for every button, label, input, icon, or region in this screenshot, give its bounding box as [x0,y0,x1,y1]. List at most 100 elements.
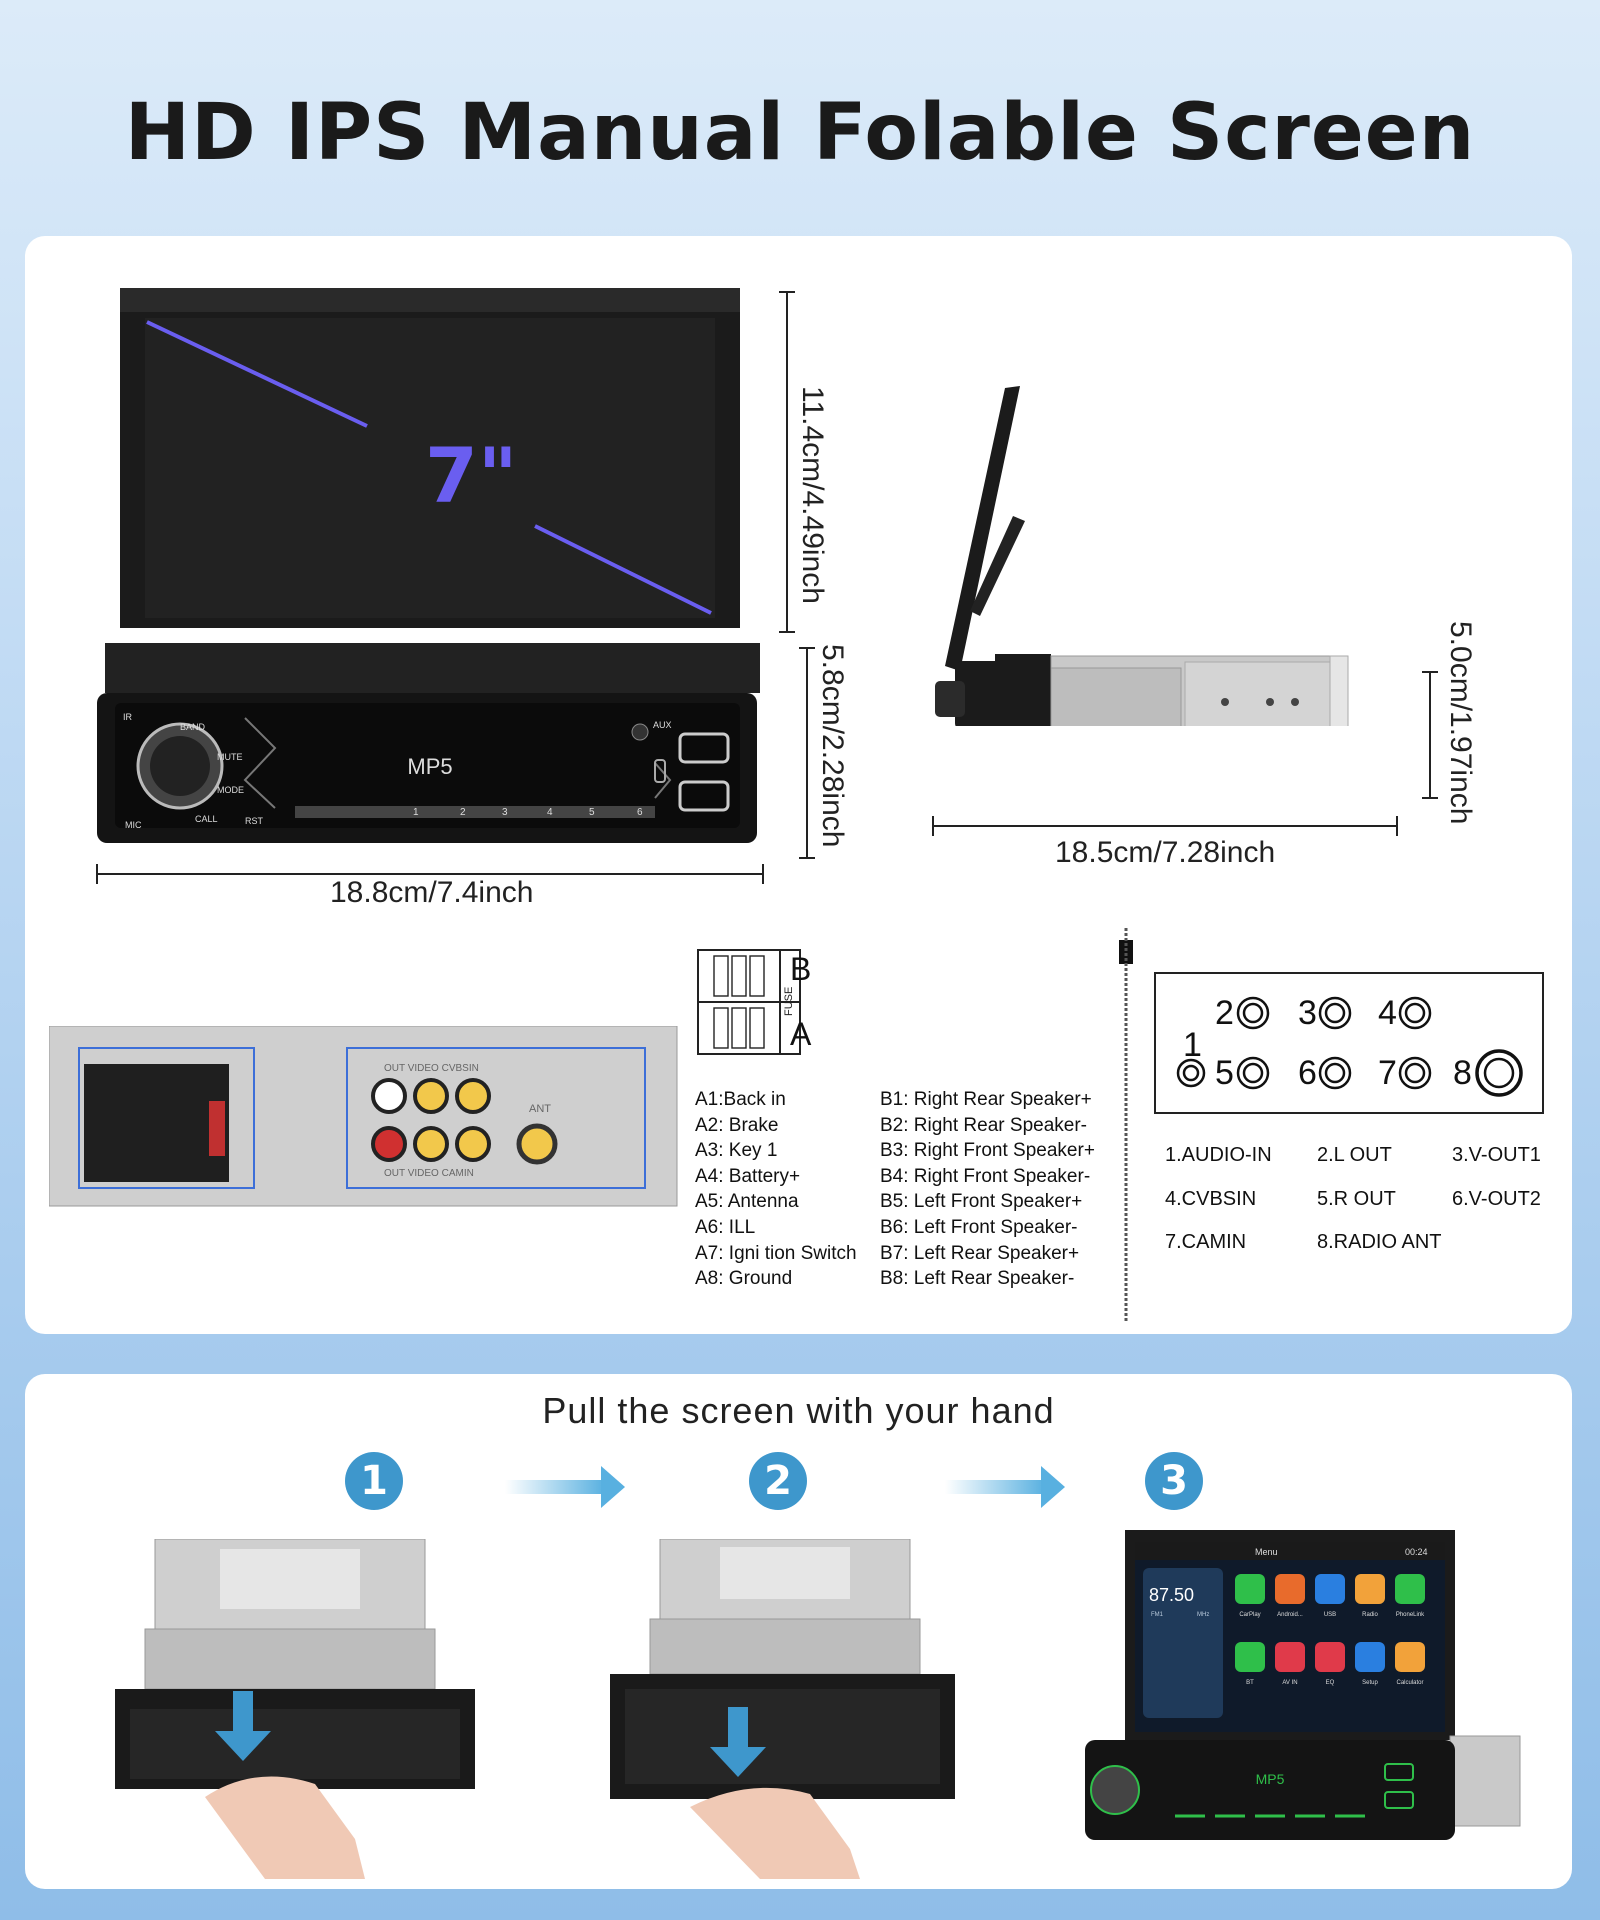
page-title: HD IPS Manual Folable Screen [124,88,1476,178]
demo-app-android: Android... [1277,1612,1303,1618]
front-width: 18.8cm/7.4inch [330,876,534,909]
demo-app-phonelink: PhoneLink [1396,1612,1425,1618]
unit-key-3: 3 [502,807,508,818]
pin-b5: B5: Left Front Speaker+ [880,1191,1083,1213]
unit-key-4: 4 [547,807,553,818]
pin-a1: A1:Back in [695,1089,786,1110]
rca-legend-5: 5.R OUT [1317,1188,1396,1210]
rca-port-num-2: 2 [1215,994,1234,1032]
side-height: 5.0cm/1.97inch [1444,621,1477,825]
rca-legend-4: 4.CVBSIN [1165,1188,1257,1210]
rear-rca-jacks [371,1078,558,1165]
rca-legend-1: 1.AUDIO-IN [1165,1144,1272,1166]
demo-menu-label: Menu [1255,1547,1278,1557]
pin-b6: B6: Left Front Speaker- [880,1216,1078,1238]
screen-size-label: 7" [425,431,518,520]
rca-legend-2: 2.L OUT [1317,1144,1392,1166]
number-keys: 1 2 3 4 5 6 [295,806,655,818]
demo-app-calculator: Calculator [1396,1680,1423,1686]
rca-port-num-7: 7 [1378,1054,1397,1092]
specs-card: IR BAND MUTE MODE CALL MIC RST AUX MP5 1… [25,236,1572,1334]
rca-legend-3: 3.V-OUT1 [1452,1144,1541,1166]
rear-label-top: OUT VIDEO CVBSIN [384,1063,479,1074]
demo-band-fm: FM1 [1151,1612,1164,1618]
rear-panel-drawing: OUT VIDEO CVBSIN OUT VIDEO CAMIN ANT [49,1026,678,1207]
demo-app-eq: EQ [1326,1680,1335,1686]
pins-a-list: A1:Back in A2: Brake A3: Key 1 A4: Batte… [695,1087,857,1292]
demo-app-setup: Setup [1362,1680,1378,1686]
connector-a-label: A [790,1016,812,1052]
unit-key-6: 6 [637,807,643,818]
unit-button-mode: MODE [217,785,244,795]
pin-a2: A2: Brake [695,1114,779,1136]
unit-button-mute: MUTE [217,752,243,762]
step-arrow-2 [945,1466,1065,1508]
rca-legend-7: 7.CAMIN [1165,1231,1247,1253]
unit-key-1: 1 [413,807,419,818]
step-1-drawing [115,1539,475,1879]
unit-button-aux: AUX [653,720,672,730]
demo-frequency: 87.50 [1149,1585,1194,1605]
unit-button-rst: RST [245,816,264,826]
rca-port-num-4: 4 [1378,994,1397,1032]
pin-a8: A8: Ground [695,1268,793,1290]
step-3-drawing: Menu 00:24 87.50 FM1 MHz CarPlay Android… [1085,1530,1521,1840]
demo-brand-label: MP5 [1256,1771,1285,1787]
unit-button-mic: MIC [125,820,142,830]
pin-b4: B4: Right Front Speaker- [880,1165,1091,1187]
pin-b8: B8: Left Rear Speaker- [880,1268,1075,1290]
iso-connector-drawing: FUSE [697,949,801,1055]
demo-time-label: 00:24 [1405,1547,1428,1557]
unit-key-5: 5 [589,807,595,818]
demo-band-mhz: MHz [1197,1612,1209,1618]
rear-label-ant: ANT [529,1103,551,1115]
antenna-cable-drawing [1119,928,1133,1322]
rca-legend-8: 8.RADIO ANT [1317,1231,1442,1253]
front-unit-drawing: IR BAND MUTE MODE CALL MIC RST AUX MP5 1… [97,288,760,843]
side-dimension-lines [932,671,1438,836]
pins-b-list: B1: Right Rear Speaker+ B2: Right Rear S… [880,1087,1095,1292]
step-2-drawing [610,1539,955,1879]
pin-a7: A7: Igni tion Switch [695,1242,857,1264]
pin-a4: A4: Battery+ [695,1165,801,1187]
pin-b2: B2: Right Rear Speaker- [880,1114,1087,1136]
pin-a6: A6: ILL [695,1216,756,1238]
rca-port-num-3: 3 [1298,994,1317,1032]
fuse-label: FUSE [783,987,795,1016]
rear-label-bottom: OUT VIDEO CAMIN [384,1168,474,1179]
unit-key-2: 2 [460,807,466,818]
rca-port-num-6: 6 [1298,1054,1317,1092]
demo-app-radio: Radio [1362,1612,1378,1618]
demo-app-carplay: CarPlay [1239,1612,1260,1618]
demo-app-avin: AV IN [1282,1680,1297,1686]
pin-a5: A5: Antenna [695,1191,799,1213]
pin-b3: B3: Right Front Speaker+ [880,1140,1095,1162]
unit-button-ir: IR [123,712,133,722]
front-dimension-lines [96,291,815,884]
steps-heading: Pull the screen with your hand [542,1390,1055,1431]
demo-app-icons [1235,1574,1425,1672]
unit-brand-label: MP5 [407,754,452,779]
connector-b-label: B [790,951,812,987]
rca-port-num-5: 5 [1215,1054,1234,1092]
step-number-2: 2 [749,1452,807,1510]
front-screen-height: 11.4cm/4.49inch [796,386,829,604]
steps-card: Pull the screen with your hand 1 2 3 Men… [25,1374,1572,1889]
rca-port-num-8: 8 [1453,1054,1472,1092]
front-body-height: 5.8cm/2.28inch [816,644,849,848]
pin-b7: B7: Left Rear Speaker+ [880,1242,1080,1264]
side-depth: 18.5cm/7.28inch [1055,836,1276,869]
side-unit-drawing [935,386,1349,726]
unit-button-band: BAND [180,722,206,732]
pin-a3: A3: Key 1 [695,1140,778,1162]
rca-legend-6: 6.V-OUT2 [1452,1188,1541,1210]
rca-port-num-1: 1 [1183,1026,1202,1064]
demo-app-usb: USB [1324,1612,1336,1618]
step-number-3: 3 [1145,1452,1203,1510]
rca-port-box: 2 3 4 1 5 6 7 8 [1154,972,1544,1114]
unit-button-call: CALL [195,814,218,824]
pin-b1: B1: Right Rear Speaker+ [880,1089,1092,1110]
demo-app-bt: BT [1246,1680,1254,1686]
step-arrow-1 [505,1466,625,1508]
step-number-1: 1 [345,1452,403,1510]
